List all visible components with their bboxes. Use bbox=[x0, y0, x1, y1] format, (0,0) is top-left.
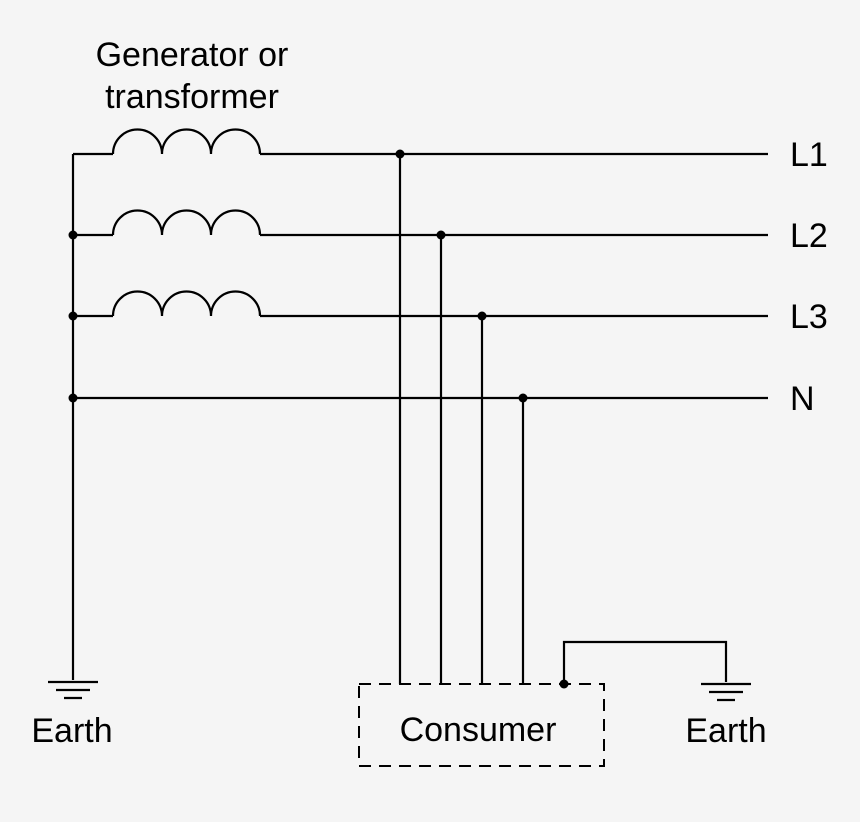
line-l3: L3 bbox=[73, 290, 828, 336]
source-title-line2: transformer bbox=[105, 78, 279, 116]
l3-tap-dot bbox=[477, 311, 487, 321]
line-l1: L1 bbox=[73, 128, 828, 174]
line-n: N bbox=[73, 380, 815, 418]
neutral-tap-dot bbox=[518, 393, 528, 403]
earth-right-label: Earth bbox=[685, 712, 766, 750]
junction-dot bbox=[68, 393, 78, 403]
l1-winding bbox=[111, 128, 262, 155]
line-l2: L2 bbox=[73, 209, 828, 255]
consumer-box bbox=[358, 683, 605, 767]
l2-label: L2 bbox=[790, 217, 828, 255]
l2-winding bbox=[111, 209, 262, 236]
l3-winding bbox=[111, 290, 262, 317]
junction-dot bbox=[68, 230, 78, 240]
earth-left-symbol bbox=[48, 680, 98, 700]
consumer-earth-dot bbox=[559, 679, 569, 689]
junction-dot bbox=[68, 311, 78, 321]
consumer-label: Consumer bbox=[400, 711, 557, 749]
n-label: N bbox=[790, 380, 815, 418]
l3-label: L3 bbox=[790, 298, 828, 336]
consumer-earth-wire bbox=[562, 640, 728, 684]
earth-left-label: Earth bbox=[31, 712, 112, 750]
earth-right-symbol bbox=[701, 682, 751, 702]
source-title-line1: Generator or bbox=[96, 36, 289, 74]
l2-tap-dot bbox=[436, 230, 446, 240]
l1-tap-dot bbox=[395, 149, 405, 159]
l1-label: L1 bbox=[790, 136, 828, 174]
